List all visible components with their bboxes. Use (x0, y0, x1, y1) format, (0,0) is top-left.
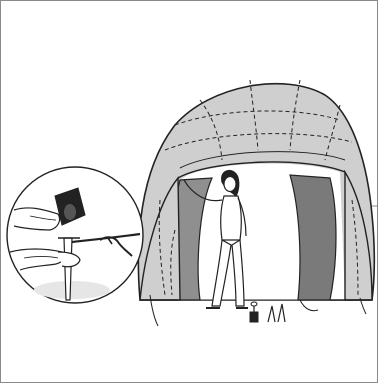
ground-shadow (34, 281, 110, 299)
person-head (224, 177, 236, 192)
inflatable-dome-tent (138, 80, 374, 300)
person-torso (221, 196, 242, 240)
inset-detail-circle (7, 167, 143, 303)
tent-stakes-on-ground (268, 304, 285, 322)
tent-stake (64, 238, 72, 300)
mallet-on-ground (250, 302, 258, 322)
